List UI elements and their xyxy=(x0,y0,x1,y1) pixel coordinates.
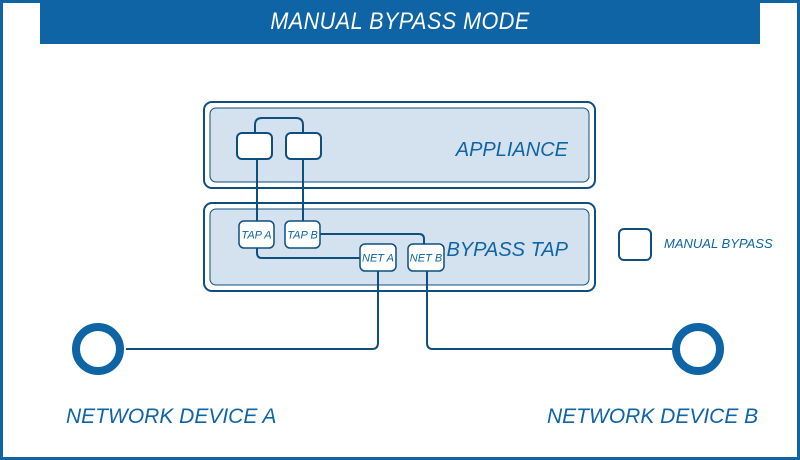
manual-bypass-label: MANUAL BYPASS xyxy=(664,236,773,251)
manual-bypass-swatch xyxy=(618,228,652,261)
net-b-label: NET B xyxy=(410,253,442,265)
appliance-box: APPLIANCE xyxy=(203,101,596,189)
network-device-a-node xyxy=(72,323,124,375)
tap-a-port: TAP A xyxy=(238,220,275,249)
bypass-tap-label: BYPASS TAP xyxy=(446,239,568,261)
net-a-port: NET A xyxy=(359,243,397,272)
tap-b-label: TAP B xyxy=(287,230,318,242)
network-device-a-label: NETWORK DEVICE A xyxy=(66,405,276,428)
page-title: MANUAL BYPASS MODE xyxy=(40,0,760,44)
net-b-to-device-b-line xyxy=(426,271,674,350)
network-device-b-label: NETWORK DEVICE B xyxy=(547,405,758,428)
tap-a-label: TAP A xyxy=(241,230,271,242)
legend-manual-bypass: MANUAL BYPASS xyxy=(618,228,773,261)
appliance-loop-line xyxy=(254,117,304,133)
net-a-to-device-a-line xyxy=(126,271,379,350)
tap-a-to-net-a-line xyxy=(256,248,360,259)
appliance-port-1 xyxy=(236,132,273,160)
net-b-port: NET B xyxy=(407,243,445,272)
tap-b-to-net-b-line xyxy=(320,233,425,244)
appliance-label: APPLIANCE xyxy=(455,139,569,161)
appliance-port-2 xyxy=(285,132,322,160)
tap-b-port: TAP B xyxy=(284,220,321,249)
connection-lines xyxy=(126,117,674,350)
net-a-label: NET A xyxy=(362,253,394,265)
network-device-b-node xyxy=(672,323,724,375)
appliance-inner xyxy=(209,107,590,183)
